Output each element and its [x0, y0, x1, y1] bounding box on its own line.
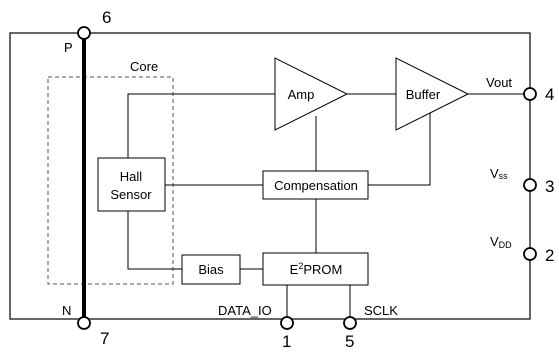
- n-label: N: [62, 303, 71, 318]
- core-label: Core: [130, 59, 158, 74]
- pin-4-number: 4: [545, 85, 554, 104]
- amp-triangle: [274, 57, 349, 131]
- bias-block: [181, 254, 241, 285]
- bias-label: Bias: [198, 262, 224, 277]
- pin-6-terminal: [77, 26, 91, 40]
- pin-7-number: 7: [100, 329, 109, 348]
- wiring: [127, 93, 530, 319]
- pin-5-number: 5: [345, 332, 354, 351]
- eeprom-block: [262, 252, 369, 286]
- core-region: [47, 76, 174, 285]
- buffer-triangle: [395, 57, 470, 131]
- sclk-label: SCLK: [364, 303, 398, 318]
- vout-label: Vout: [486, 75, 512, 90]
- pin-4-terminal: [523, 87, 537, 101]
- package-outline: [9, 32, 531, 320]
- hall-sensor-block: [97, 157, 166, 212]
- amp-label: Amp: [288, 87, 315, 102]
- pin-5-terminal: [343, 316, 357, 330]
- pin-2-number: 2: [545, 246, 554, 265]
- data-io-label: DATA_IO: [218, 303, 272, 318]
- hall-sensor-label-line2: Sensor: [110, 187, 152, 202]
- pin-terminals: [77, 26, 537, 330]
- pin-1-number: 1: [282, 332, 291, 351]
- compensation-block: [262, 170, 369, 200]
- pin-6-number: 6: [102, 8, 111, 27]
- pin-2-terminal: [523, 247, 537, 261]
- pin-1-terminal: [280, 316, 294, 330]
- vdd-label: VDD: [490, 234, 512, 250]
- vss-label: Vss: [490, 166, 508, 181]
- eeprom-label: E2PROM: [290, 261, 343, 277]
- compensation-label: Compensation: [274, 178, 358, 193]
- pin-7-terminal: [77, 316, 91, 330]
- pin-3-terminal: [523, 178, 537, 192]
- hall-sensor-label-line1: Hall: [120, 169, 143, 184]
- pin-3-number: 3: [545, 177, 554, 196]
- buffer-label: Buffer: [406, 87, 441, 102]
- p-label: P: [64, 40, 73, 55]
